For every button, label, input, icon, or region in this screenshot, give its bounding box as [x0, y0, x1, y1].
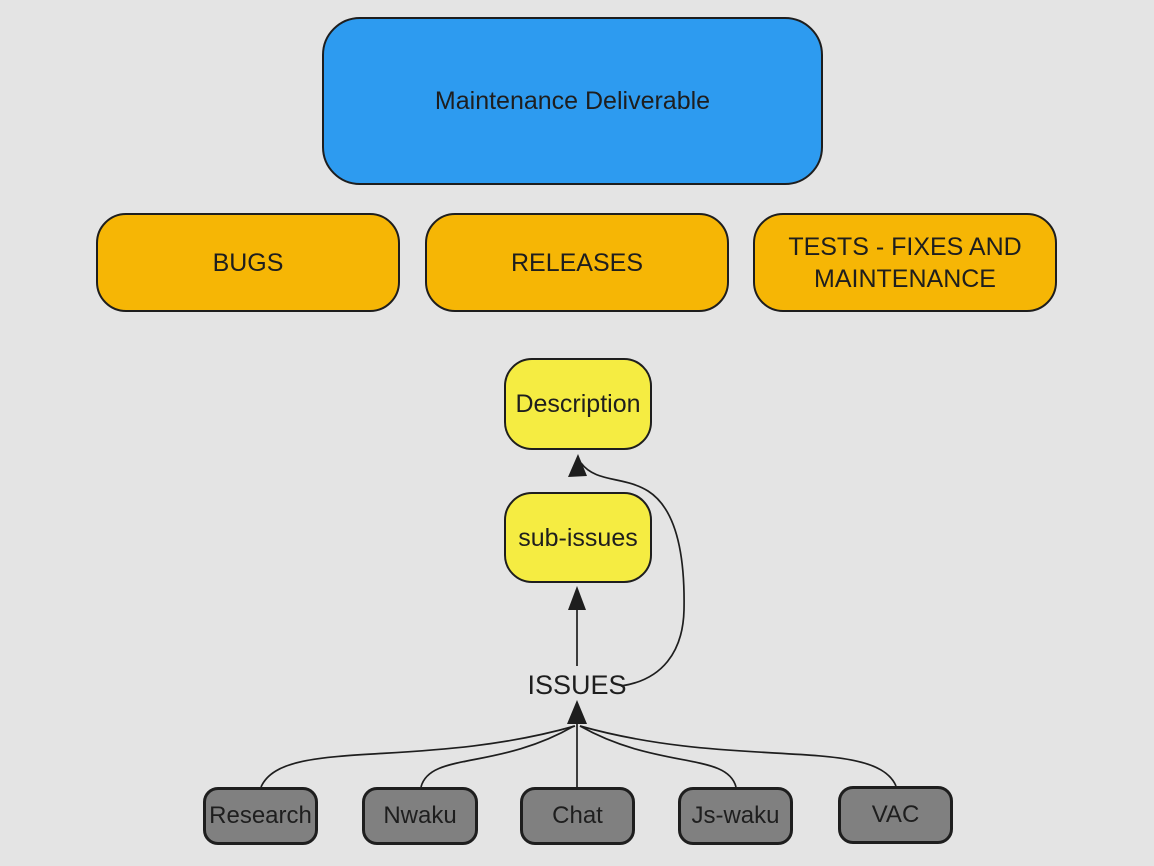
edge-research-issues — [260, 725, 576, 788]
arrowhead-into-issues — [567, 700, 587, 724]
node-bugs: BUGS — [96, 213, 400, 312]
node-vac-label: VAC — [871, 801, 920, 828]
node-js-waku-label: Js-waku — [691, 802, 780, 829]
node-tests-fixes-maintenance: TESTS - FIXES AND MAINTENANCE — [753, 213, 1057, 312]
node-vac: VAC — [838, 786, 953, 844]
node-sub-issues-label: sub-issues — [518, 523, 638, 552]
node-chat: Chat — [520, 787, 635, 845]
node-description: Description — [504, 358, 652, 450]
arrowhead-into-sub-issues — [568, 586, 586, 610]
node-sub-issues: sub-issues — [504, 492, 652, 583]
node-description-label: Description — [515, 390, 641, 418]
node-maintenance-deliverable-label: Maintenance Deliverable — [434, 87, 711, 115]
node-research-label: Research — [209, 802, 312, 829]
node-maintenance-deliverable: Maintenance Deliverable — [322, 17, 823, 185]
node-js-waku: Js-waku — [678, 787, 793, 845]
node-releases-label: RELEASES — [510, 248, 643, 277]
node-research: Research — [203, 787, 318, 845]
edge-jswaku-issues — [579, 725, 737, 788]
node-releases: RELEASES — [425, 213, 729, 312]
node-bugs-label: BUGS — [212, 248, 284, 277]
label-issues: ISSUES — [527, 670, 627, 700]
edge-nwaku-issues — [420, 725, 575, 788]
edge-vac-issues — [579, 725, 897, 787]
arrowhead-into-description — [568, 454, 587, 477]
node-nwaku: Nwaku — [362, 787, 478, 845]
node-tests-fixes-maintenance-label: TESTS - FIXES AND MAINTENANCE — [788, 232, 1022, 293]
node-nwaku-label: Nwaku — [383, 802, 457, 829]
node-chat-label: Chat — [552, 802, 603, 829]
